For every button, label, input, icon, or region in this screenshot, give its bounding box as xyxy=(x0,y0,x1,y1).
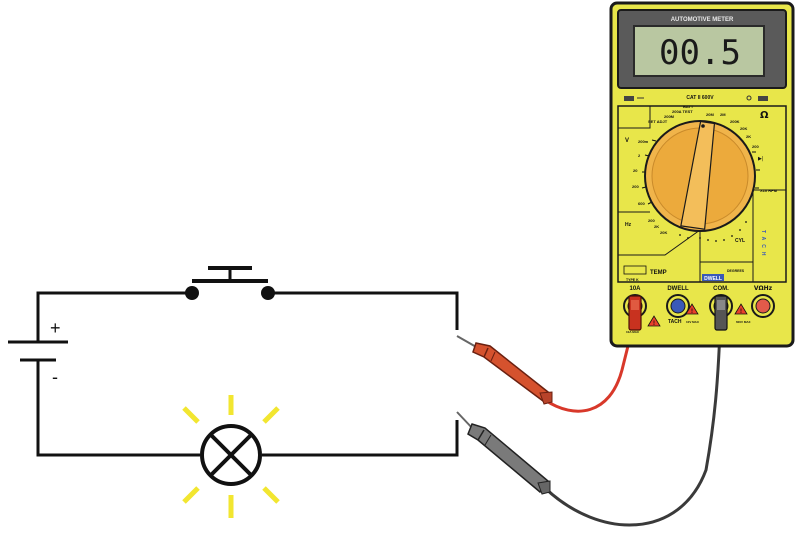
red-lead-cable xyxy=(544,329,634,413)
battery: + - xyxy=(8,318,68,387)
v-range-200m: 200m xyxy=(638,139,649,144)
category-rating: CAT II 600V xyxy=(686,95,714,101)
lamp-icon xyxy=(200,424,262,486)
svg-text:!: ! xyxy=(740,309,742,315)
ohm-range-200k: 200K xyxy=(730,119,740,124)
ohm-label: Ω xyxy=(760,110,769,121)
hz-range-200: 200 xyxy=(648,218,655,223)
battery-plus-label: + xyxy=(50,318,61,338)
v-range-600: 600 xyxy=(638,201,645,206)
ohm-range-2m: 2M xyxy=(720,112,726,117)
lamp-rays xyxy=(182,395,280,518)
v-label: V xyxy=(625,138,629,144)
jack-vohz[interactable] xyxy=(751,294,775,318)
v-range-200: 200 xyxy=(632,184,639,189)
ohm-range-2k: 2K xyxy=(746,134,751,139)
black-probe xyxy=(456,411,551,495)
temp-label: TEMP xyxy=(650,270,667,276)
jack-label-dwell: DWELL xyxy=(667,286,689,292)
hz-range-20k: 20K xyxy=(660,230,667,235)
lcd-reading: 00.5 xyxy=(659,33,741,73)
svg-text:!: ! xyxy=(691,309,693,315)
rotary-selector-dial[interactable] xyxy=(644,120,756,232)
ohm-range-200: 200 xyxy=(752,144,759,149)
red-plug xyxy=(628,295,642,331)
multimeter: AUTOMOTIVE METER 00.5 CAT II 600V V 200m… xyxy=(609,1,795,348)
jack-label-vohz: VΩHz xyxy=(754,285,773,292)
svg-text:!: ! xyxy=(653,321,655,327)
jack-label-10a: 10A xyxy=(629,286,641,292)
meter-title: AUTOMOTIVE METER xyxy=(671,17,734,23)
dwell-mode-label: DWELL xyxy=(704,276,722,282)
warning-icon: ! xyxy=(685,303,699,315)
hz-label: Hz xyxy=(625,222,632,228)
lcd-screen xyxy=(633,25,765,77)
batt-label: BATT xyxy=(683,104,694,109)
right-max-note: 600V MAX xyxy=(736,320,751,324)
black-plug xyxy=(714,295,728,331)
type-k-label: TYPE K xyxy=(626,278,639,282)
warning-icon: ! xyxy=(647,315,661,327)
tach-jack-label: TACH xyxy=(668,319,682,325)
ohm-range-20m: 20M xyxy=(706,112,714,117)
rpm-label: X10 RPM xyxy=(760,188,778,193)
cyl-label: CYL xyxy=(735,238,745,244)
black-lead-cable xyxy=(543,329,722,527)
tach-label: TACH xyxy=(760,230,766,260)
circuit-wires xyxy=(36,291,459,457)
batt-range-label: 200A TEST xyxy=(672,109,693,114)
set-adj-label: SET ADJT xyxy=(648,119,668,124)
ohm-range-20k: 20K xyxy=(740,126,747,131)
jack-dwell[interactable] xyxy=(666,294,690,318)
push-switch xyxy=(185,266,275,300)
hz-range-2k: 2K xyxy=(654,224,659,229)
warning-icon: ! xyxy=(734,303,748,315)
jack-label-com: COM. xyxy=(713,286,729,292)
degrees-label: DEGREES xyxy=(727,269,745,273)
v-range-20: 20 xyxy=(633,168,638,173)
v-range-2: 2 xyxy=(638,153,641,158)
set-200m-label: 200M xyxy=(664,114,675,119)
diode-label: ▶| xyxy=(758,156,764,162)
left-max-note: 10A MAX xyxy=(626,330,639,334)
center-max-note: 10V MAX xyxy=(686,320,699,324)
red-probe xyxy=(456,335,553,405)
battery-minus-label: - xyxy=(52,367,58,387)
